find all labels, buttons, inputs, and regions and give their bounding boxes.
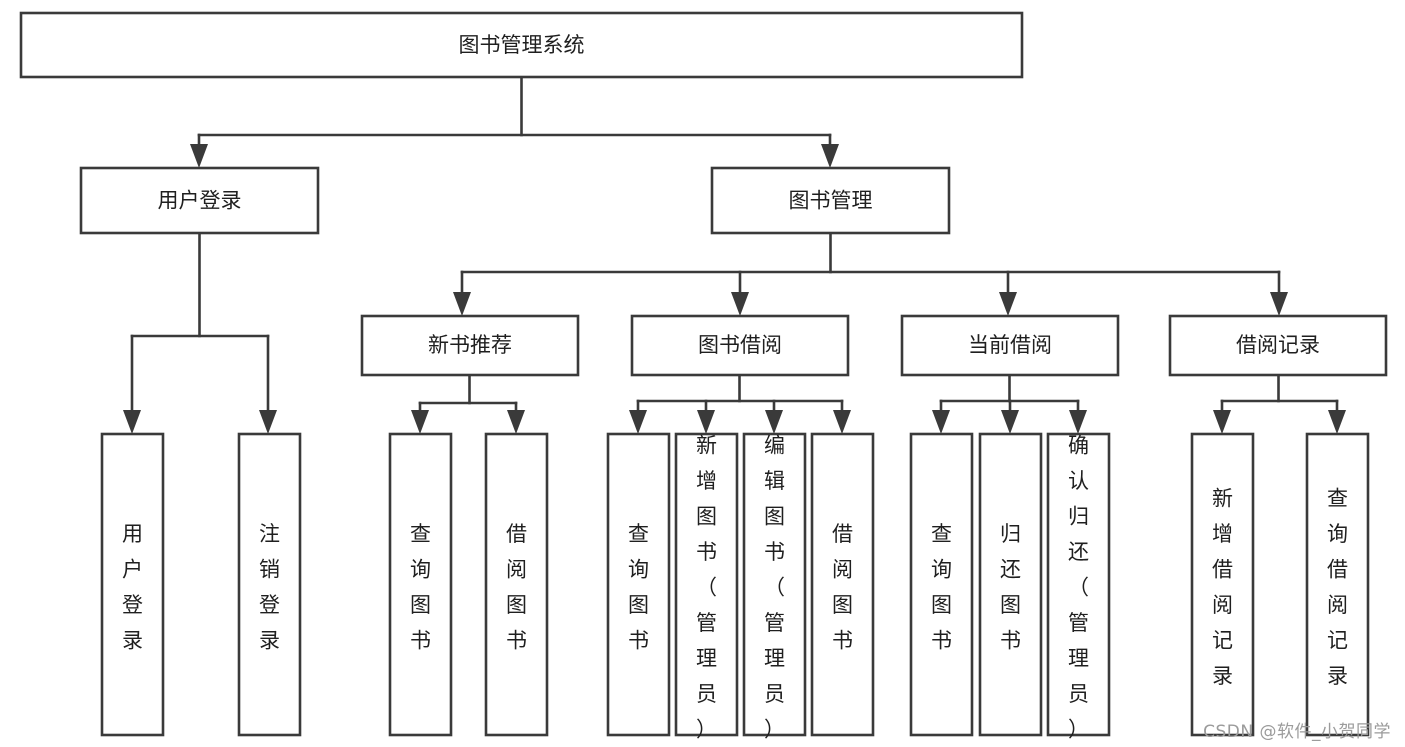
node-records[interactable]: 借阅记录	[1168, 314, 1388, 377]
arrow-head-leaf3	[411, 410, 429, 434]
node-leaf1-label: 用户登录	[122, 522, 143, 653]
node-leaf2-box[interactable]	[237, 432, 302, 737]
node-newbook[interactable]: 新书推荐	[360, 314, 580, 377]
node-leaf2-label: 注销登录	[259, 522, 280, 653]
arrow-head-login	[190, 144, 208, 168]
node-leaf7-box[interactable]	[742, 432, 807, 737]
node-bookmgmt[interactable]: 图书管理	[710, 166, 951, 235]
node-records-label: 借阅记录	[1236, 333, 1320, 357]
node-newbook-label: 新书推荐	[428, 333, 512, 357]
node-borrow-box[interactable]	[630, 314, 850, 377]
node-records-box[interactable]	[1168, 314, 1388, 377]
node-borrow[interactable]: 图书借阅	[630, 314, 850, 377]
connector-group-newbook	[411, 373, 525, 434]
node-leaf13-label: 查询借阅记录	[1327, 487, 1348, 689]
arrow-head-leaf2	[259, 410, 277, 434]
arrow-head-leaf4	[507, 410, 525, 434]
node-leaf7-label: 编辑图书（管理员）	[764, 433, 785, 741]
arrow-head-newbook	[453, 292, 471, 316]
node-leaf3-label: 查询图书	[410, 522, 431, 653]
node-leaf13[interactable]: 查询借阅记录	[1305, 432, 1370, 737]
node-leaf11[interactable]: 确认归还（管理员）	[1046, 432, 1111, 741]
node-login[interactable]: 用户登录	[79, 166, 320, 235]
connector-group-current	[932, 373, 1087, 434]
arrow-head-leaf13	[1328, 410, 1346, 434]
node-bookmgmt-box[interactable]	[710, 166, 951, 235]
arrow-head-leaf7	[765, 410, 783, 434]
arrow-head-leaf6	[697, 410, 715, 434]
node-leaf4-box[interactable]	[484, 432, 549, 737]
node-leaf6-box[interactable]	[674, 432, 739, 737]
arrow-head-leaf5	[629, 410, 647, 434]
node-leaf7[interactable]: 编辑图书（管理员）	[742, 432, 807, 741]
arrow-head-borrow	[731, 292, 749, 316]
node-leaf12[interactable]: 新增借阅记录	[1190, 432, 1255, 737]
node-leaf12-box[interactable]	[1190, 432, 1255, 737]
node-leaf9-box[interactable]	[909, 432, 974, 737]
node-leaf4-label: 借阅图书	[506, 522, 527, 653]
node-leaf12-label: 新增借阅记录	[1212, 487, 1233, 689]
arrow-head-current	[999, 292, 1017, 316]
node-leaf6-label: 新增图书（管理员）	[696, 433, 717, 741]
arrow-head-leaf9	[932, 410, 950, 434]
arrow-head-leaf11	[1069, 410, 1087, 434]
node-leaf8[interactable]: 借阅图书	[810, 432, 875, 737]
node-leaf13-box[interactable]	[1305, 432, 1370, 737]
node-leaf5-box[interactable]	[606, 432, 671, 737]
connector-group-records	[1213, 373, 1346, 434]
node-leaf2[interactable]: 注销登录	[237, 432, 302, 737]
arrow-head-records	[1270, 292, 1288, 316]
node-leaf6[interactable]: 新增图书（管理员）	[674, 432, 739, 741]
node-borrow-label: 图书借阅	[698, 333, 782, 357]
arrow-head-leaf8	[833, 410, 851, 434]
node-leaf1-box[interactable]	[100, 432, 165, 737]
node-login-label: 用户登录	[158, 189, 242, 213]
node-leaf9-label: 查询图书	[931, 522, 952, 653]
node-leaf11-label: 确认归还（管理员）	[1068, 433, 1089, 741]
node-leaf3[interactable]: 查询图书	[388, 432, 453, 737]
node-leaf5-label: 查询图书	[628, 522, 649, 653]
node-leaf10-box[interactable]	[978, 432, 1043, 737]
node-newbook-box[interactable]	[360, 314, 580, 377]
arrow-head-bookmgmt	[821, 144, 839, 168]
node-leaf10[interactable]: 归还图书	[978, 432, 1043, 737]
connector-group-borrow	[629, 373, 851, 434]
node-current-label: 当前借阅	[968, 333, 1052, 357]
node-current[interactable]: 当前借阅	[900, 314, 1120, 377]
node-root-label: 图书管理系统	[459, 33, 585, 57]
arrow-head-leaf1	[123, 410, 141, 434]
node-leaf5[interactable]: 查询图书	[606, 432, 671, 737]
node-leaf10-label: 归还图书	[1000, 522, 1021, 653]
node-leaf3-box[interactable]	[388, 432, 453, 737]
node-leaf4[interactable]: 借阅图书	[484, 432, 549, 737]
node-bookmgmt-label: 图书管理	[789, 189, 873, 213]
node-leaf11-box[interactable]	[1046, 432, 1111, 737]
node-leaf1[interactable]: 用户登录	[100, 432, 165, 737]
connector-group-root	[190, 76, 839, 168]
node-current-box[interactable]	[900, 314, 1120, 377]
arrow-head-leaf10	[1001, 410, 1019, 434]
arrow-head-leaf12	[1213, 410, 1231, 434]
node-login-box[interactable]	[79, 166, 320, 235]
connector-group-login	[123, 231, 277, 434]
node-leaf8-box[interactable]	[810, 432, 875, 737]
connector-group-bookmgmt	[453, 231, 1288, 316]
node-leaf9[interactable]: 查询图书	[909, 432, 974, 737]
node-root-box[interactable]	[19, 11, 1024, 79]
node-root[interactable]: 图书管理系统	[19, 11, 1024, 79]
node-leaf8-label: 借阅图书	[832, 522, 853, 653]
